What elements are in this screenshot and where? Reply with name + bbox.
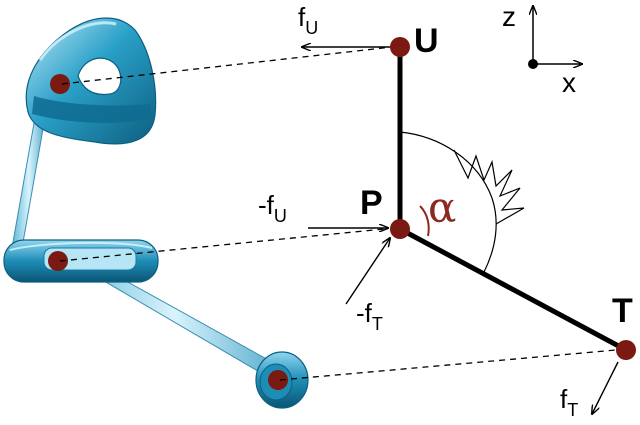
model-joint-u	[50, 74, 70, 94]
zigzag-angle-icon	[453, 149, 525, 225]
link-p-t	[397, 226, 629, 353]
label-neg-f-t-sub: T	[372, 314, 383, 334]
thigh-rod	[11, 111, 47, 249]
label-neg-f-u: -fU	[258, 190, 287, 226]
joint-u	[390, 37, 410, 57]
joint-t	[616, 340, 636, 360]
label-f-u: fU	[298, 2, 318, 38]
arrow-neg-f-t	[345, 238, 390, 305]
label-f-t-base: f	[560, 384, 568, 414]
label-f-u-base: f	[298, 2, 306, 32]
z-axis-label: z	[502, 1, 516, 32]
force-arrows	[302, 47, 619, 414]
label-p: P	[360, 184, 383, 222]
label-f-t: fT	[560, 384, 578, 420]
label-f-u-sub: U	[305, 18, 318, 38]
label-neg-f-t: -fT	[356, 298, 383, 334]
label-f-t-sub: T	[567, 400, 578, 420]
label-u: U	[414, 22, 439, 60]
axes-widget: z x	[502, 1, 582, 98]
label-alpha: α	[428, 183, 456, 232]
axes-origin	[528, 59, 538, 69]
angle-arc-inner	[419, 205, 430, 237]
label-neg-f-u-sub: U	[274, 206, 287, 226]
knee-pad	[3, 239, 159, 283]
dashed-line-t	[279, 349, 617, 381]
dashed-line-u	[61, 46, 393, 85]
angle-arc-outer	[399, 131, 497, 273]
correspondence-lines	[59, 46, 617, 381]
label-t: T	[612, 292, 633, 330]
model-joint-p	[48, 251, 68, 271]
skeleton	[397, 44, 629, 353]
arrow-f-t	[592, 361, 619, 414]
model-joint-t	[268, 370, 288, 390]
leg-model	[3, 17, 309, 409]
label-neg-f-u-base: -f	[258, 190, 275, 220]
x-axis-label: x	[562, 67, 576, 98]
hip-shell	[25, 17, 157, 145]
angle-alpha-marker	[399, 131, 525, 273]
joint-p	[390, 219, 410, 239]
label-neg-f-t-base: -f	[356, 298, 373, 328]
